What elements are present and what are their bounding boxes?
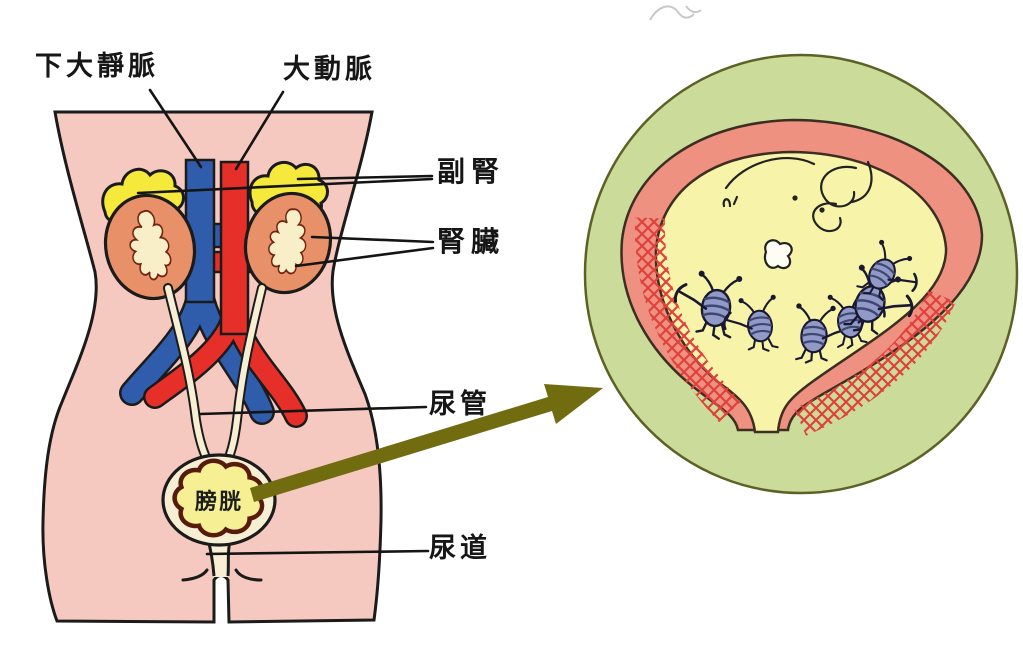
ureters [163, 283, 267, 467]
kidneys [103, 191, 333, 301]
aorta-leader-line [234, 90, 285, 171]
label-inferior-vena-cava: 下大靜脈 [35, 51, 159, 81]
inflammation-hatch-right [794, 289, 956, 436]
adrenal-leader-line-right [296, 174, 434, 181]
inflammation-hatch-left [634, 217, 742, 423]
groin-creases [181, 568, 263, 582]
label-urethra: 尿道 [429, 533, 491, 563]
bladder-inner-lining [172, 458, 265, 538]
label-adrenal-gland: 副腎 [437, 156, 506, 187]
adrenal-leader-line-left [136, 177, 434, 195]
bladder-closeup [583, 53, 1019, 495]
aorta-vessel [219, 160, 250, 336]
urine-doodles [722, 157, 873, 233]
vena-cava-leader-line [148, 88, 203, 169]
label-kidney: 腎臟 [437, 226, 506, 257]
label-aorta: 大動脈 [283, 54, 376, 84]
left-renal-pelvis [129, 209, 172, 281]
label-bladder: 膀胱 [194, 489, 243, 514]
ureter-leader-line [198, 405, 428, 416]
inflamed-lining [634, 217, 956, 436]
kidney-leader-line-lower [294, 246, 435, 268]
urethra-leader-line [205, 549, 430, 556]
leader-lines [136, 88, 435, 556]
faint-scribble [649, 5, 702, 21]
kidney-leader-line-upper [310, 235, 435, 244]
magnify-arrow-icon [250, 384, 603, 502]
label-ureter: 尿管 [429, 389, 491, 419]
debris-blob [763, 239, 793, 270]
right-renal-pelvis [268, 208, 307, 275]
bladder [161, 453, 277, 577]
